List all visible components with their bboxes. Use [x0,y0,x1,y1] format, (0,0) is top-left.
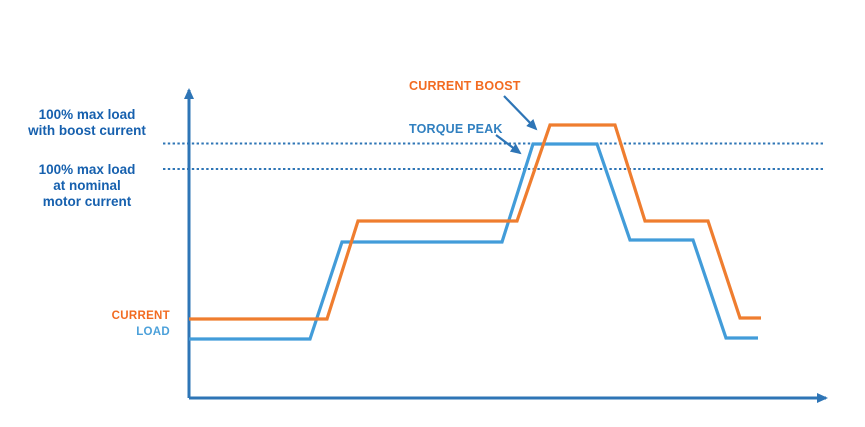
label-line: 100% max load [38,162,136,177]
label-max-load-boost: 100% max load with boost current [12,107,162,139]
label-line: at nominal [53,178,121,193]
series-current [189,123,761,321]
label-line: 100% max load [38,107,136,122]
label-max-load-nominal: 100% max load at nominal motor current [12,162,162,210]
series-load [189,142,758,341]
annotation-arrow-current-boost [503,95,538,131]
label-line: motor current [42,194,132,209]
annotation-torque-peak: TORQUE PEAK [409,122,503,136]
annotation-arrow-torque-peak [495,134,522,155]
annotation-current-boost: CURRENT BOOST [409,79,521,93]
series-label-current: CURRENT [111,310,170,322]
label-line: with boost current [28,123,146,138]
series-label-load: LOAD [136,326,170,338]
